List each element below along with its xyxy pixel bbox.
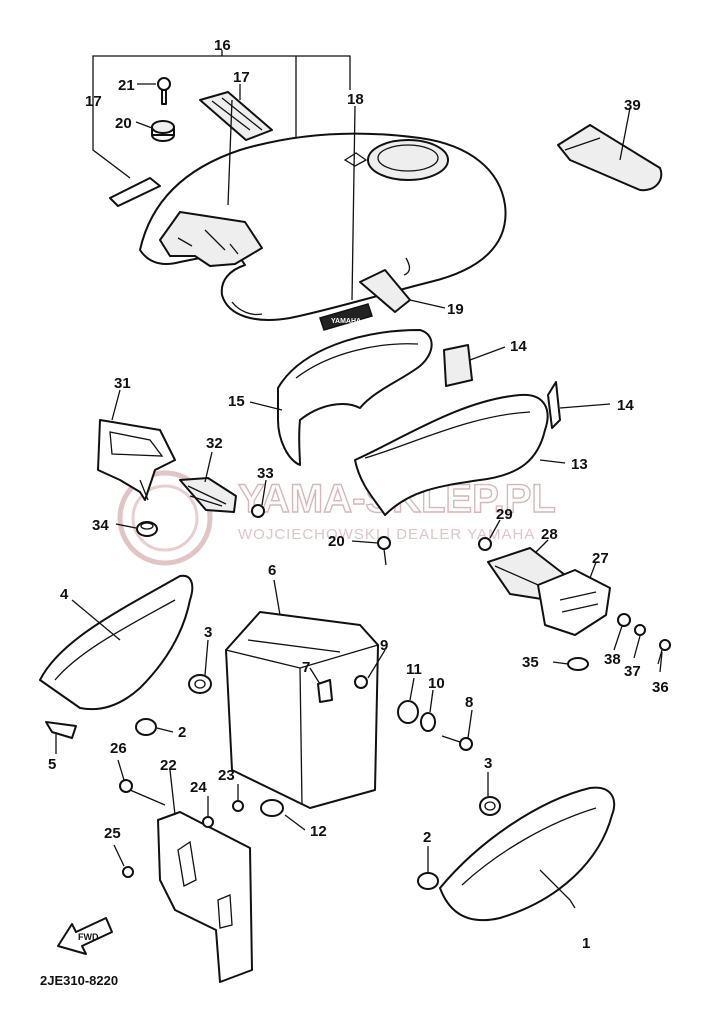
callout-6: 6 [268,562,276,579]
callout-8: 8 [465,694,473,711]
diagram-code: 2JE310-8220 [40,973,118,988]
callout-14-right: 14 [617,397,634,414]
callout-11: 11 [406,661,422,678]
fwd-label: FWD [78,932,99,942]
callout-17-right: 18 [347,91,364,108]
part-17-decal-left [109,177,161,207]
callout-32: 32 [206,435,223,452]
callout-21: 20 [115,115,132,132]
part-2-grommet-right [417,872,439,890]
callout-23: 22 [160,757,177,774]
callout-30: 29 [496,506,513,523]
callout-9: 9 [380,637,388,654]
part-1-side-cover [439,786,616,922]
callout-3-left: 3 [204,624,212,641]
callout-labels: 16 21 17 17 18 20 39 19 14 31 15 14 32 1… [48,37,669,952]
part-14-clip-upper [443,344,473,387]
part-30-nut [478,537,492,551]
part-21-grommet [151,120,175,142]
part-7-clip [317,679,333,703]
callout-4: 4 [60,586,69,603]
tank-cover [139,132,507,321]
part-22-bolt [157,77,171,105]
yamaha-decal-text: YAMAHA [331,318,361,325]
part-11-spacer [397,700,419,724]
part-20-screw [377,536,391,566]
part-6-battery-box [225,611,379,809]
part-35-grommet [567,657,589,671]
callout-1: 1 [582,935,590,952]
part-9-nut [354,675,368,689]
callout-38: 38 [604,651,621,668]
callout-16-bracket [92,50,351,179]
part-8-bolt [441,735,473,751]
part-13-lower-cover [354,393,549,516]
callout-35: 35 [522,654,539,671]
part-31-bracket [97,419,176,501]
part-32-reflector [179,477,237,513]
callout-10: 10 [428,675,445,692]
callout-19: 19 [447,301,464,318]
part-23-bracket-plate [157,811,253,983]
part-27-bolt [119,779,166,806]
callout-20: 20 [328,533,345,550]
part-3-grommet-left [188,674,212,694]
part-5-clip [45,721,77,739]
part-24-bolt [232,800,244,812]
part-33-nut [251,504,265,518]
part-12-grommet [260,799,284,817]
part-4-side-cover [39,574,194,711]
part-17-decal-right: YAMAHA [319,303,373,331]
callout-2-left: 2 [178,724,186,741]
watermark-sub-text: WOJCIECHOWSKI | DEALER YAMAHA [238,526,535,543]
callout-13: 13 [571,456,588,473]
callout-33: 33 [257,465,274,482]
part-10-collar [420,712,436,732]
callout-39: 39 [624,97,641,114]
callout-7: 7 [302,659,310,676]
callout-28: 27 [592,550,609,567]
leader-lines [55,83,663,909]
part-3-grommet-right [479,796,501,816]
part-15-inner-panel [277,329,433,466]
part-18-emblem [199,91,273,141]
part-36-bolt [657,639,671,665]
part-25-bolt [202,816,214,828]
callout-18: 17 [233,69,250,86]
callout-14-upper: 14 [510,338,527,355]
callout-36: 36 [652,679,669,696]
part-26-nut [122,866,134,878]
callout-25: 24 [190,779,207,796]
callout-27: 26 [110,740,127,757]
callout-12: 12 [310,823,327,840]
callout-34: 34 [92,517,109,534]
callout-26: 25 [104,825,121,842]
callout-5: 5 [48,756,56,773]
callout-15: 15 [228,393,245,410]
part-34-grommet [136,521,158,537]
part-39-pad [557,124,663,192]
part-37-washer [634,624,646,636]
callout-22: 21 [118,77,135,94]
callout-2-right: 2 [423,829,431,846]
callout-16: 16 [214,37,231,54]
callout-17-left: 17 [85,93,102,110]
watermark-logo-icon [117,470,213,566]
callout-3-right: 3 [484,755,492,772]
callout-37: 37 [624,663,641,680]
part-14-clip-right [547,381,561,429]
part-28-bracket [537,569,611,636]
part-2-grommet-left [135,718,157,736]
fwd-arrow-icon: FWD [57,917,113,955]
callout-31: 31 [114,375,131,392]
part-38-nut [617,613,631,627]
callout-24: 23 [218,767,235,784]
callout-29: 28 [541,526,558,543]
